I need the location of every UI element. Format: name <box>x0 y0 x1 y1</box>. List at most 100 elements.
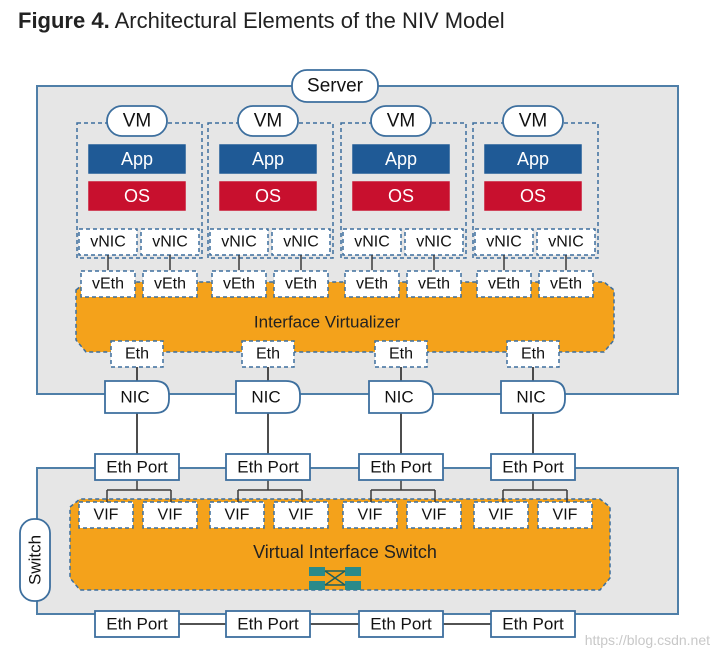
os-block <box>484 181 582 211</box>
eth-port-top-label: Eth Port <box>370 458 432 477</box>
vif-box <box>406 501 462 529</box>
vif-box-label: VIF <box>489 507 514 524</box>
app-block <box>484 144 582 174</box>
vif-box <box>78 501 134 529</box>
app-block-label: App <box>385 149 417 169</box>
veth-box-label: vEth <box>285 276 317 293</box>
eth-port-bottom <box>490 610 576 638</box>
vif-box-label: VIF <box>553 507 578 524</box>
vif-box-label: VIF <box>158 507 183 524</box>
vif-box-label: VIF <box>94 507 119 524</box>
veth-box <box>476 270 532 298</box>
vif-box-label: VIF <box>358 507 383 524</box>
os-block-label: OS <box>520 186 546 206</box>
eth-box-label: Eth <box>389 346 413 363</box>
switch-label-box <box>19 518 51 602</box>
veth-box-label: vEth <box>356 276 388 293</box>
nic-box <box>368 380 434 414</box>
os-block <box>88 181 186 211</box>
vnic-box <box>342 228 402 256</box>
eth-box <box>506 340 560 368</box>
veth-box <box>344 270 400 298</box>
veth-box-label: vEth <box>418 276 450 293</box>
eth-port-top-label: Eth Port <box>502 458 564 477</box>
app-block <box>219 144 317 174</box>
vm-group-outline <box>207 122 334 259</box>
veth-box-label: vEth <box>154 276 186 293</box>
figure-caption: Architectural Elements of the NIV Model <box>114 8 505 33</box>
eth-box <box>374 340 428 368</box>
vnic-box-label: vNIC <box>548 234 584 251</box>
eth-port-top <box>490 453 576 481</box>
vnic-box-label: vNIC <box>354 234 390 251</box>
switch-fabric-icon <box>345 581 361 590</box>
virtual-interface-switch-label: Virtual Interface Switch <box>253 542 437 562</box>
eth-port-top <box>225 453 311 481</box>
vnic-box-label: vNIC <box>416 234 452 251</box>
os-block <box>352 181 450 211</box>
switch-fabric-icon <box>345 567 361 576</box>
vif-box <box>142 501 198 529</box>
vm-group-outline <box>472 122 599 259</box>
vnic-box <box>474 228 534 256</box>
eth-port-bottom-label: Eth Port <box>370 615 432 634</box>
veth-box-label: vEth <box>223 276 255 293</box>
app-block <box>352 144 450 174</box>
vnic-box <box>209 228 269 256</box>
nic-label: NIC <box>120 388 149 407</box>
eth-port-bottom-label: Eth Port <box>106 615 168 634</box>
eth-box <box>110 340 164 368</box>
nic-box <box>500 380 566 414</box>
vm-label-box-label: VM <box>387 111 416 132</box>
vm-label-box-label: VM <box>254 111 283 132</box>
vif-box <box>342 501 398 529</box>
switch-fabric-icon <box>309 581 325 590</box>
veth-box <box>211 270 267 298</box>
eth-box-label: Eth <box>125 346 149 363</box>
vm-label-box <box>502 105 564 137</box>
vif-box <box>537 501 593 529</box>
nic-box <box>235 380 301 414</box>
eth-port-bottom-label: Eth Port <box>237 615 299 634</box>
vnic-box-label: vNIC <box>486 234 522 251</box>
veth-box-label: vEth <box>488 276 520 293</box>
vm-label-box <box>370 105 432 137</box>
os-block-label: OS <box>124 186 150 206</box>
eth-port-top <box>94 453 180 481</box>
figure-title: Figure 4. Architectural Elements of the … <box>18 8 505 34</box>
vm-label-box-label: VM <box>519 111 548 132</box>
vif-box <box>273 501 329 529</box>
vm-group-outline <box>340 122 467 259</box>
vnic-box <box>404 228 464 256</box>
vif-box <box>473 501 529 529</box>
eth-port-bottom <box>225 610 311 638</box>
app-block-label: App <box>121 149 153 169</box>
vnic-box <box>78 228 138 256</box>
eth-box-label: Eth <box>256 346 280 363</box>
app-block-label: App <box>517 149 549 169</box>
switch-label: Switch <box>26 535 45 585</box>
os-block-label: OS <box>255 186 281 206</box>
veth-box <box>80 270 136 298</box>
eth-port-bottom-label: Eth Port <box>502 615 564 634</box>
vnic-box-label: vNIC <box>152 234 188 251</box>
vm-label-box <box>237 105 299 137</box>
vif-box <box>209 501 265 529</box>
nic-label: NIC <box>384 388 413 407</box>
veth-box <box>142 270 198 298</box>
server-label-box-label: Server <box>307 76 364 97</box>
vm-label-box <box>106 105 168 137</box>
eth-box-label: Eth <box>521 346 545 363</box>
switch-fabric-icon <box>309 567 325 576</box>
nic-box <box>104 380 170 414</box>
interface-virtualizer-label: Interface Virtualizer <box>254 313 400 332</box>
figure-number: Figure 4. <box>18 8 110 33</box>
nic-label: NIC <box>516 388 545 407</box>
eth-port-top <box>358 453 444 481</box>
os-block <box>219 181 317 211</box>
watermark: https://blog.csdn.net <box>584 632 710 648</box>
eth-port-top-label: Eth Port <box>237 458 299 477</box>
os-block-label: OS <box>388 186 414 206</box>
veth-box <box>273 270 329 298</box>
